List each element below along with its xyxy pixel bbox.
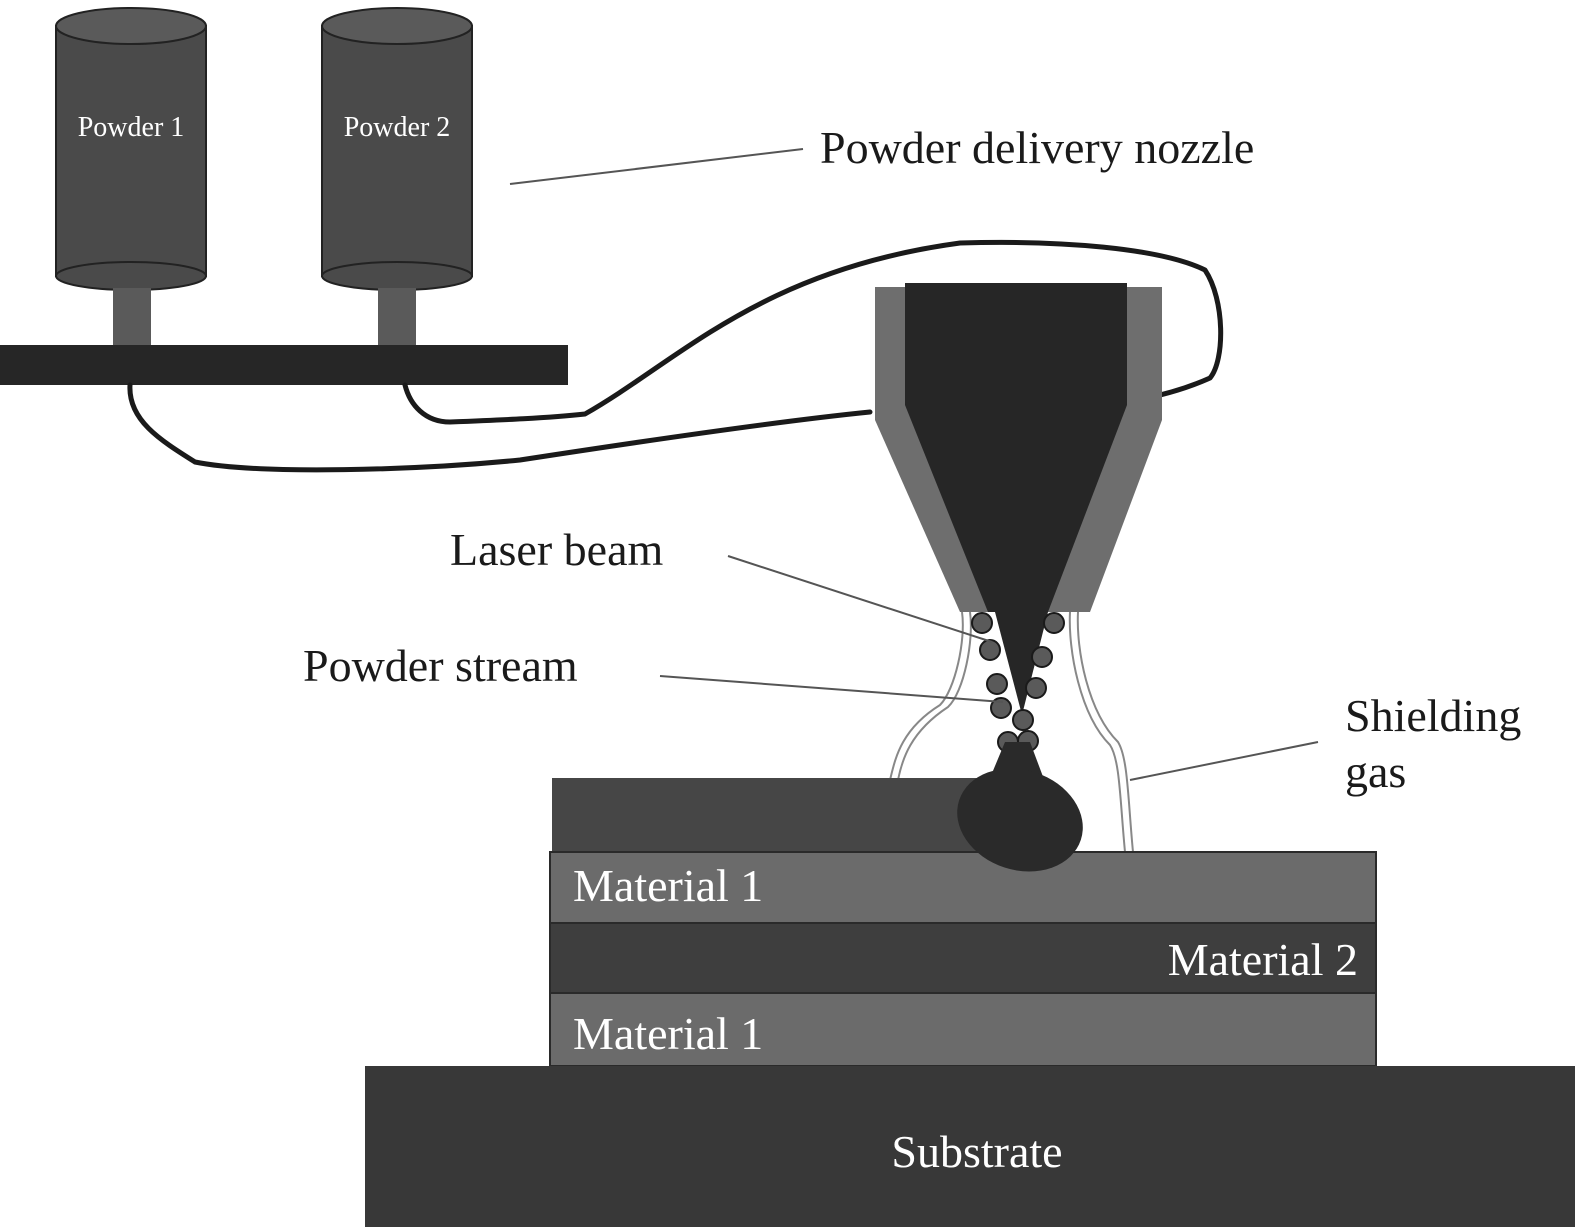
shielding-gas-leader-line [1129,741,1319,781]
powder-hopper-2: Powder 2 [321,7,473,346]
melt-pool [957,742,1083,872]
nozzle-leader-line [509,148,804,185]
gas-right-outer [1068,611,1126,853]
hopper-1-body [55,25,207,277]
hopper-2-body [321,25,473,277]
powder-particle [1031,646,1053,668]
material-2-layer [549,922,1377,994]
powder-2-label: Powder 2 [344,112,451,143]
powder-particle [1043,612,1065,634]
feed-line-1 [127,382,873,473]
powder-particle [1025,677,1047,699]
powder-particle [986,673,1008,695]
deposit-track [552,778,1022,853]
gas-left-inner [897,611,972,781]
powder-stream-label: Powder stream [303,640,578,691]
laser-beam-cone [995,612,1048,715]
hopper-1-stem [113,288,151,346]
powder-particle [979,639,1001,661]
substrate-label: Substrate [891,1126,1062,1177]
powder-delivery-nozzle-label: Powder delivery nozzle [820,122,1254,173]
nozzle-inner-core [905,283,1127,612]
powder-hopper-1: Powder 1 [55,7,207,346]
shielding-gas-envelope [889,611,1134,853]
gas-right-inner [1076,611,1134,853]
gas-left-outer [889,611,964,781]
material-1-top-label: Material 1 [573,860,763,911]
laser-nozzle [875,283,1162,612]
powder-rail [0,345,568,385]
hopper-1-top [55,7,207,45]
hopper-1-bottom [55,261,207,291]
powder-particles [971,612,1065,753]
shielding-gas-label-line-2: gas [1345,746,1406,797]
feed-line-2 [402,239,1224,425]
material-1-top-layer [549,851,1377,924]
powder-stream-leader-line [659,675,1004,703]
powder-particle [971,612,993,634]
hopper-2-bottom [321,261,473,291]
powder-1-label: Powder 1 [78,112,185,143]
hopper-2-stem [378,288,416,346]
shielding-gas-label-line-1: Shielding [1345,690,1521,741]
material-1-bottom-label: Material 1 [573,1008,763,1059]
laser-beam-label: Laser beam [450,524,663,575]
substrate-block [365,1066,1575,1227]
powder-particle [990,697,1012,719]
laser-beam-leader-line [727,555,993,643]
melt-pool-blob [957,768,1083,872]
powder-particle [1012,709,1034,731]
material-2-label: Material 2 [1168,934,1358,985]
hopper-2-top [321,7,473,45]
material-1-bottom-layer [549,992,1377,1067]
